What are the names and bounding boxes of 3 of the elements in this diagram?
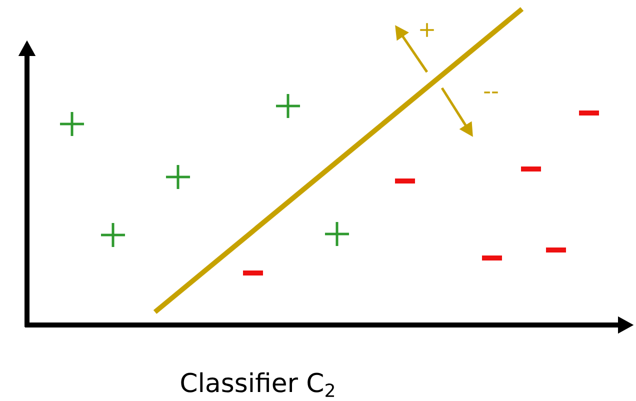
caption: Classifier C$_{2}$ (181, 372, 334, 397)
region-label: -- (484, 92, 498, 94)
region-label: + (420, 23, 434, 37)
